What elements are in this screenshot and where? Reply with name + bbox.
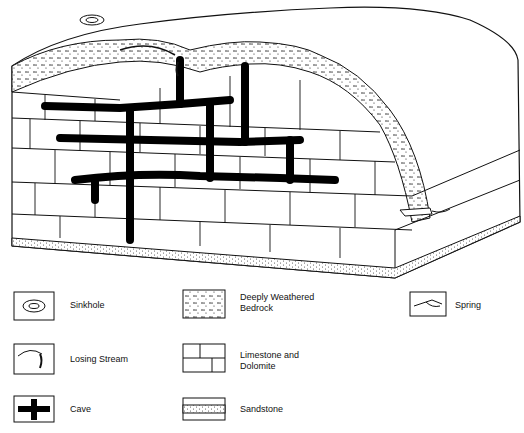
legend-label: Spring — [455, 300, 481, 311]
legend-label: Sandstone — [240, 404, 283, 415]
legend-swatches — [14, 290, 446, 422]
sandstone-layer — [12, 216, 520, 278]
legend-label: Losing Stream — [70, 354, 128, 365]
rock-layers — [12, 92, 520, 278]
surface-features — [80, 15, 450, 216]
bedding-joints — [30, 76, 375, 258]
legend-label: Sinkhole — [70, 300, 105, 311]
weathered-bedrock — [12, 39, 430, 222]
block-outline — [12, 7, 520, 278]
legend-label: Deeply Weathered Bedrock — [240, 292, 320, 314]
legend-label: Cave — [70, 404, 91, 415]
legend-label: Limestone and Dolomite — [240, 350, 310, 372]
cave-passages — [45, 60, 335, 240]
